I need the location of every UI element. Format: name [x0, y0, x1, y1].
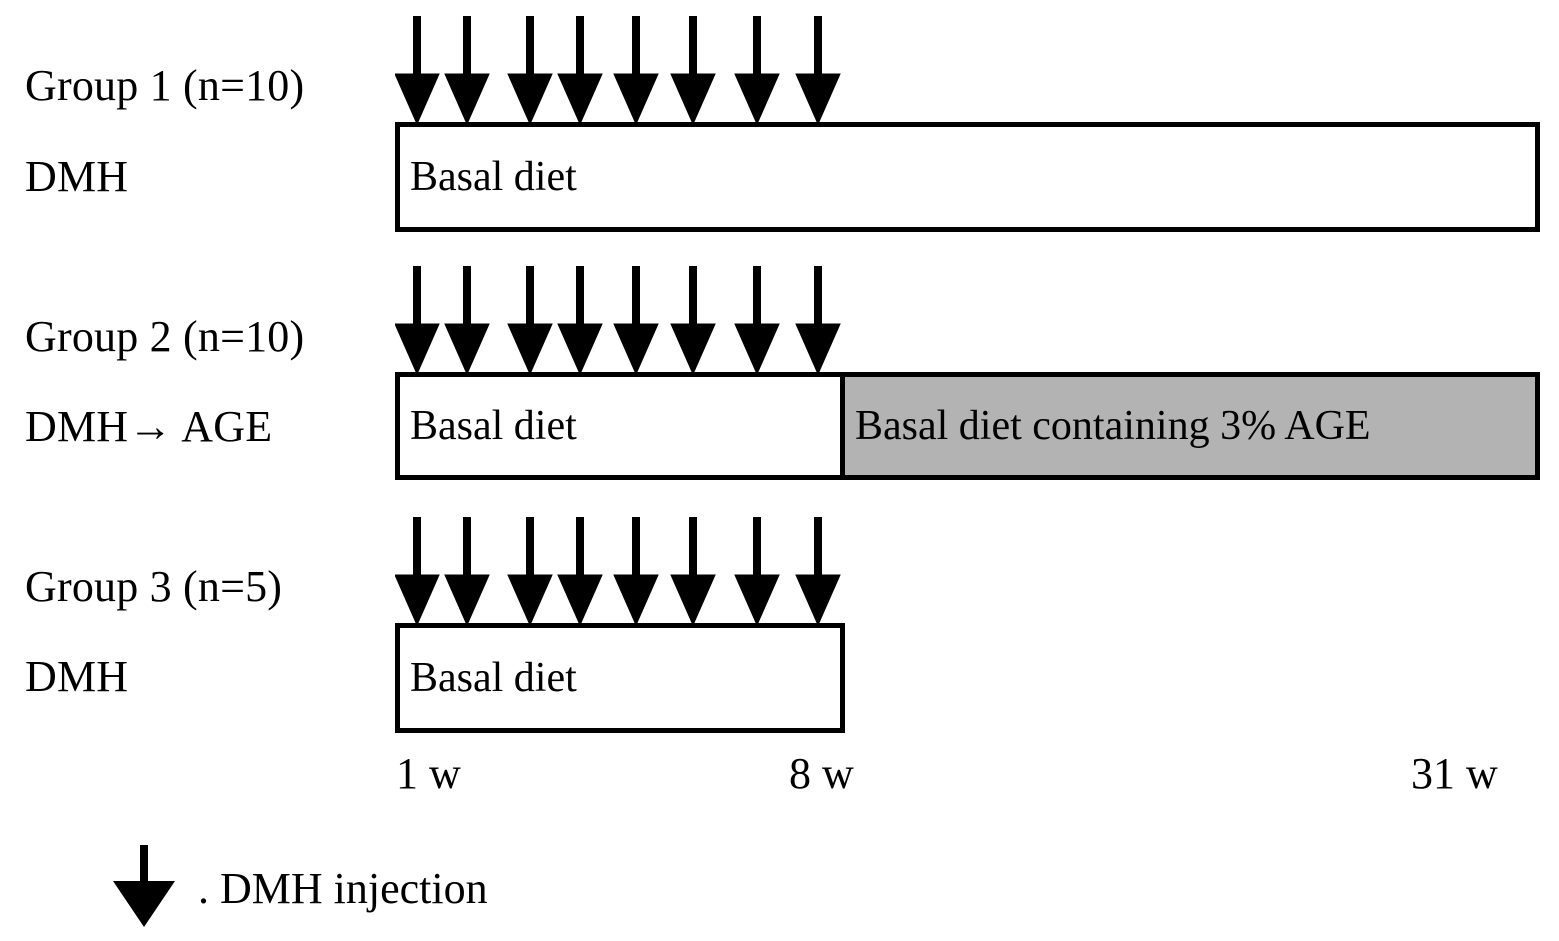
injection-arrow-svg [394, 265, 841, 376]
group-2-treatment: DMH→ AGE [25, 402, 273, 451]
group-3-name: Group 3 (n=5) [25, 562, 283, 611]
timeline-tick-1w: 1 w [396, 749, 461, 798]
group-1-segment-label: Basal diet [410, 154, 577, 200]
injection-arrow-svg [394, 516, 841, 627]
group-2-segment-2-label: Basal diet containing 3% AGE [855, 403, 1371, 449]
timeline-tick-31w: 31 w [1411, 749, 1498, 798]
group-2-segment-1-label: Basal diet [410, 403, 577, 449]
dmh-injection-arrow-icon [104, 845, 184, 932]
injection-arrow-svg [394, 15, 841, 126]
group-3-treatment: DMH [25, 652, 129, 701]
group-1-treatment: DMH [25, 152, 129, 201]
group-3-injection-arrows [394, 516, 845, 627]
group-2-injection-arrows [394, 265, 845, 376]
timeline-tick-8w: 8 w [789, 749, 854, 798]
group-1-basal-diet-bar: Basal diet [395, 122, 1540, 232]
group-1-injection-arrows [394, 15, 845, 126]
group-1-name: Group 1 (n=10) [25, 61, 305, 110]
group-3-basal-diet-bar: Basal diet [395, 623, 845, 733]
legend-label: . DMH injection [198, 863, 488, 913]
group-2-age-diet-bar: Basal diet containing 3% AGE [840, 372, 1540, 480]
group-3-segment-label: Basal diet [410, 655, 577, 701]
group-2-basal-diet-bar: Basal diet [395, 372, 845, 480]
legend: . DMH injection [104, 845, 488, 932]
group-2-name: Group 2 (n=10) [25, 312, 305, 361]
